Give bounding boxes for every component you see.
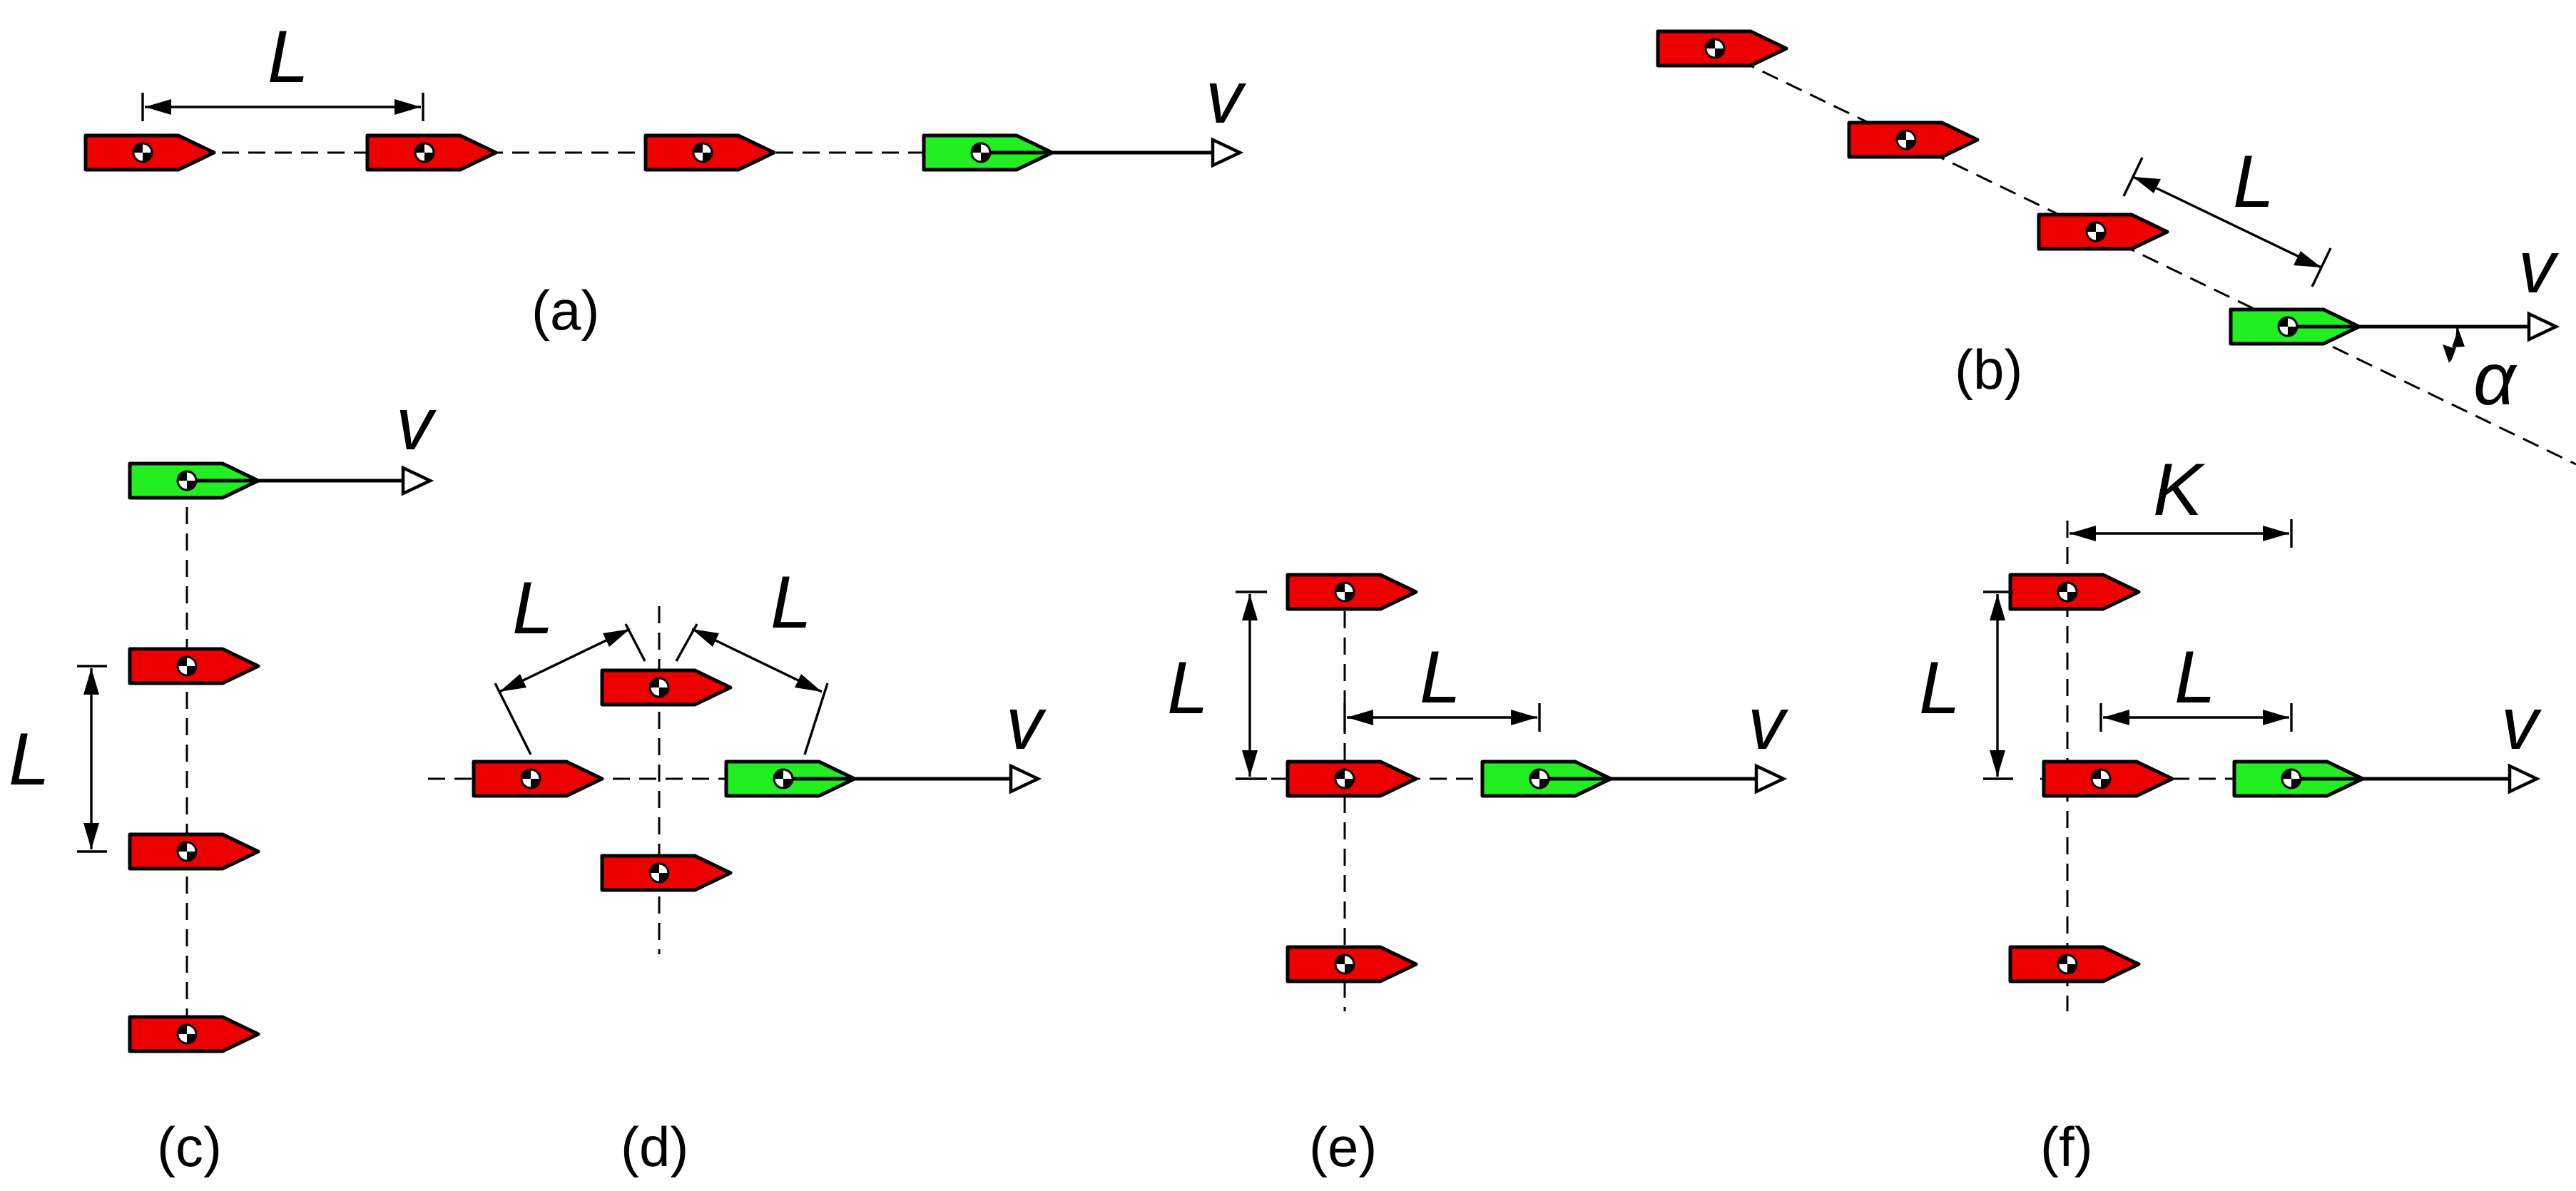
follower-ship-2 xyxy=(130,834,258,869)
panel-caption: (f) xyxy=(2040,1115,2093,1178)
dimension-arrowhead xyxy=(83,823,99,849)
dimension-arrowhead xyxy=(1347,710,1373,725)
follower-ship-3 xyxy=(2039,215,2167,249)
leader-ship xyxy=(924,136,1052,170)
follower-ship-1 xyxy=(1658,31,1786,66)
follower-ship-3 xyxy=(130,1017,258,1051)
dimension-arrowhead xyxy=(499,674,526,692)
dimension-line xyxy=(2132,175,2322,269)
follower-ship-3 xyxy=(646,136,774,170)
leader-ship xyxy=(130,464,258,498)
follower-ship-2 xyxy=(367,136,496,170)
velocity-arrowhead xyxy=(1211,137,1244,168)
dimension-arrowhead xyxy=(2263,526,2289,541)
panel-b: v L α (b) xyxy=(1658,31,2576,466)
dimension-label-k: K xyxy=(2153,449,2206,531)
panel-caption: (a) xyxy=(531,279,599,342)
dimension-arrowhead xyxy=(2070,526,2096,541)
dimension-arrowhead xyxy=(83,668,99,695)
panel-caption: (b) xyxy=(1955,338,2022,401)
angle-arrowhead xyxy=(2443,344,2455,363)
panel-f: v K L L (f) xyxy=(1919,449,2542,1178)
panel-c: v L (c) xyxy=(9,383,437,1178)
panel-a: v L (a) xyxy=(86,16,1246,342)
velocity-arrowhead xyxy=(401,465,434,496)
dimension-arrowhead xyxy=(394,99,421,115)
dimension-label: L xyxy=(2233,140,2274,223)
dimension-arrowhead xyxy=(795,674,822,692)
dimension-arrowhead xyxy=(1511,710,1537,725)
dimension-label: L xyxy=(9,718,50,801)
follower-ship-top xyxy=(602,670,730,705)
panel-caption: (e) xyxy=(1309,1115,1377,1178)
dimension-label: L xyxy=(268,16,309,98)
dimension-label-horizontal: L xyxy=(2174,636,2216,719)
dimension-label-right: L xyxy=(770,561,812,644)
follower-ship-bottom xyxy=(2010,947,2139,981)
dimension-label-horizontal: L xyxy=(1420,636,1461,719)
follower-ship-top xyxy=(1288,575,1416,609)
dimension-arrowhead xyxy=(2133,177,2161,193)
panel-caption: (d) xyxy=(621,1115,688,1178)
formation-line xyxy=(1714,47,2576,466)
dimension-label-left: L xyxy=(512,567,554,650)
dimension-arrowhead xyxy=(692,629,719,647)
dimension-arrowhead xyxy=(1990,750,2005,777)
velocity-label: v xyxy=(1006,683,1047,765)
angle-label: α xyxy=(2473,338,2518,421)
velocity-arrowhead xyxy=(2527,311,2560,342)
panel-d: v L L (d) xyxy=(428,561,1047,1178)
dimension-arrowhead xyxy=(145,99,171,115)
follower-ship-top xyxy=(2010,575,2139,609)
follower-ship-bottom xyxy=(1288,947,1416,981)
leader-ship xyxy=(1482,762,1611,796)
dimension-arrowhead xyxy=(2263,710,2289,725)
velocity-arrowhead xyxy=(1754,763,1788,794)
dimension-label-vertical: L xyxy=(1167,647,1208,730)
leader-ship xyxy=(2231,310,2359,344)
follower-ship-1 xyxy=(86,136,214,170)
dimension-arrowhead xyxy=(1990,594,2005,620)
velocity-label: v xyxy=(1748,683,1788,765)
follower-ship-center xyxy=(2044,762,2172,796)
dimension-label-vertical: L xyxy=(1919,647,1960,730)
dimension-arrowhead xyxy=(1242,594,1258,620)
velocity-label: v xyxy=(2518,226,2559,309)
velocity-label: v xyxy=(2501,683,2542,765)
follower-ship-1 xyxy=(130,649,258,683)
dimension-arrowhead xyxy=(1242,750,1258,777)
velocity-label: v xyxy=(1206,56,1246,139)
panel-e: v L L (e) xyxy=(1167,575,1788,1178)
velocity-arrowhead xyxy=(2508,763,2541,794)
panel-caption: (c) xyxy=(157,1115,222,1178)
velocity-arrowhead xyxy=(1009,763,1042,794)
angle-arrowhead xyxy=(2452,329,2465,347)
leader-ship xyxy=(726,762,855,796)
velocity-label: v xyxy=(396,383,437,466)
follower-ship-bottom xyxy=(602,856,730,890)
follower-ship-center xyxy=(1288,762,1416,796)
dimension-arrowhead xyxy=(2294,251,2321,267)
dimension-arrowhead xyxy=(2103,710,2129,725)
dimension-arrowhead xyxy=(603,629,630,647)
follower-ship-2 xyxy=(1849,123,1977,157)
follower-ship-left xyxy=(474,762,602,796)
leader-ship xyxy=(2234,762,2363,796)
